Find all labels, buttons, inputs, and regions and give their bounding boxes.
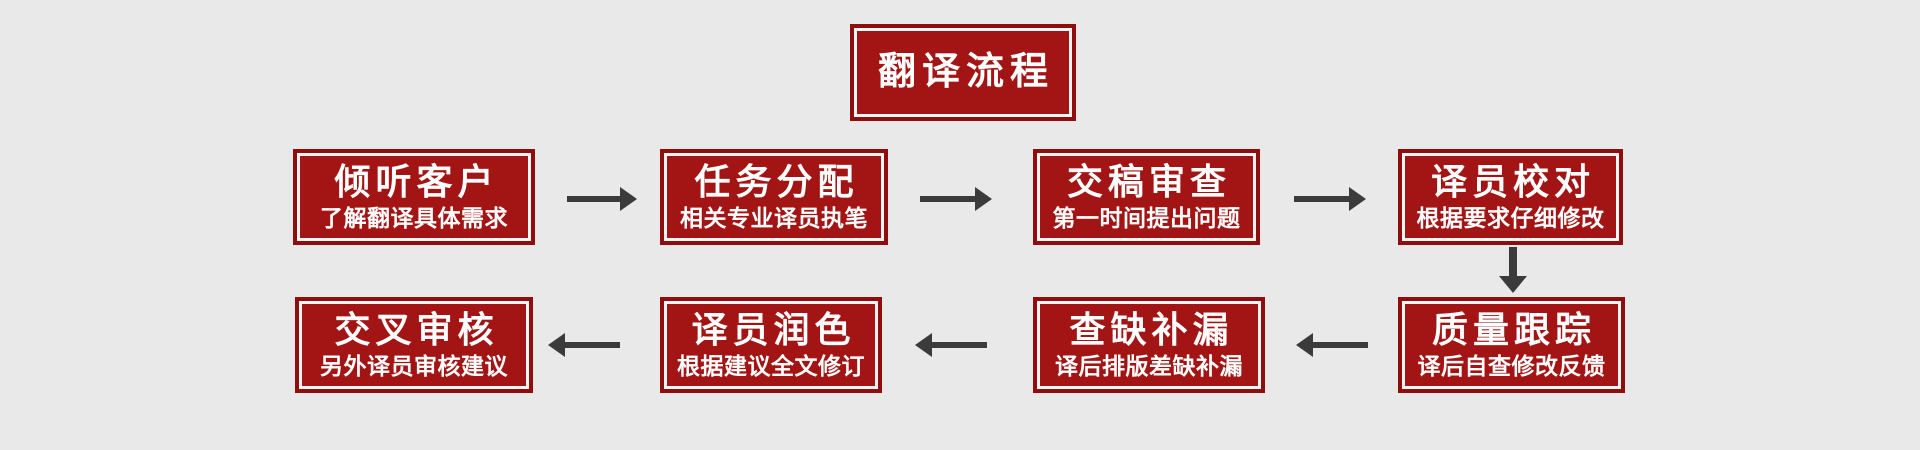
- step-box-cross-review: 交叉审核 另外译员审核建议: [295, 297, 533, 393]
- step-title: 任务分配: [694, 161, 859, 203]
- arrow-left-icon: [548, 333, 620, 357]
- step-box-draft-review: 交稿审查 第一时间提出问题: [1033, 149, 1260, 245]
- step-title: 倾听客户: [334, 161, 499, 203]
- step-subtitle: 了解翻译具体需求: [320, 205, 508, 232]
- step-subtitle: 另外译员审核建议: [320, 353, 508, 380]
- arrow-head: [1296, 333, 1313, 357]
- step-title: 交叉审核: [334, 309, 499, 351]
- arrow-head: [620, 187, 637, 211]
- arrow-head: [1349, 187, 1366, 211]
- step-title: 交稿审查: [1066, 161, 1231, 203]
- step-title: 译员润色: [691, 309, 856, 351]
- step-subtitle: 根据要求仔细修改: [1416, 205, 1605, 232]
- flowchart-title-box: 翻译流程: [850, 24, 1076, 121]
- arrow-right-icon: [920, 187, 992, 211]
- step-title: 译员校对: [1430, 161, 1595, 203]
- step-subtitle: 译后自查修改反馈: [1417, 353, 1606, 380]
- step-subtitle: 根据建议全文修订: [677, 353, 865, 380]
- arrow-head: [548, 333, 565, 357]
- arrow-shaft: [565, 342, 620, 348]
- step-subtitle: 相关专业译员执笔: [680, 205, 868, 232]
- step-box-translator-proofread: 译员校对 根据要求仔细修改: [1398, 149, 1623, 245]
- step-subtitle: 译后排版差缺补漏: [1055, 353, 1243, 380]
- step-box-gap-filling: 查缺补漏 译后排版差缺补漏: [1033, 297, 1265, 393]
- step-box-listen-to-client: 倾听客户 了解翻译具体需求: [293, 149, 535, 245]
- arrow-head: [975, 187, 992, 211]
- arrow-right-icon: [1294, 187, 1366, 211]
- arrow-shaft: [567, 196, 620, 202]
- arrow-shaft: [1313, 342, 1368, 348]
- arrow-left-icon: [915, 333, 987, 357]
- step-title: 质量跟踪: [1431, 309, 1596, 351]
- arrow-head: [915, 333, 932, 357]
- arrow-left-icon: [1296, 333, 1368, 357]
- arrow-shaft: [920, 196, 975, 202]
- step-box-translator-polish: 译员润色 根据建议全文修订: [660, 297, 882, 393]
- step-subtitle: 第一时间提出问题: [1052, 205, 1241, 232]
- step-title: 查缺补漏: [1069, 309, 1234, 351]
- arrow-down-icon: [1499, 247, 1527, 293]
- flowchart-title: 翻译流程: [877, 50, 1054, 93]
- arrow-right-icon: [567, 187, 637, 211]
- step-box-quality-tracking: 质量跟踪 译后自查修改反馈: [1398, 297, 1625, 393]
- arrow-head: [1499, 276, 1527, 293]
- step-box-task-assignment: 任务分配 相关专业译员执笔: [660, 149, 888, 245]
- arrow-shaft: [1509, 247, 1517, 276]
- arrow-shaft: [1294, 196, 1349, 202]
- arrow-shaft: [932, 342, 987, 348]
